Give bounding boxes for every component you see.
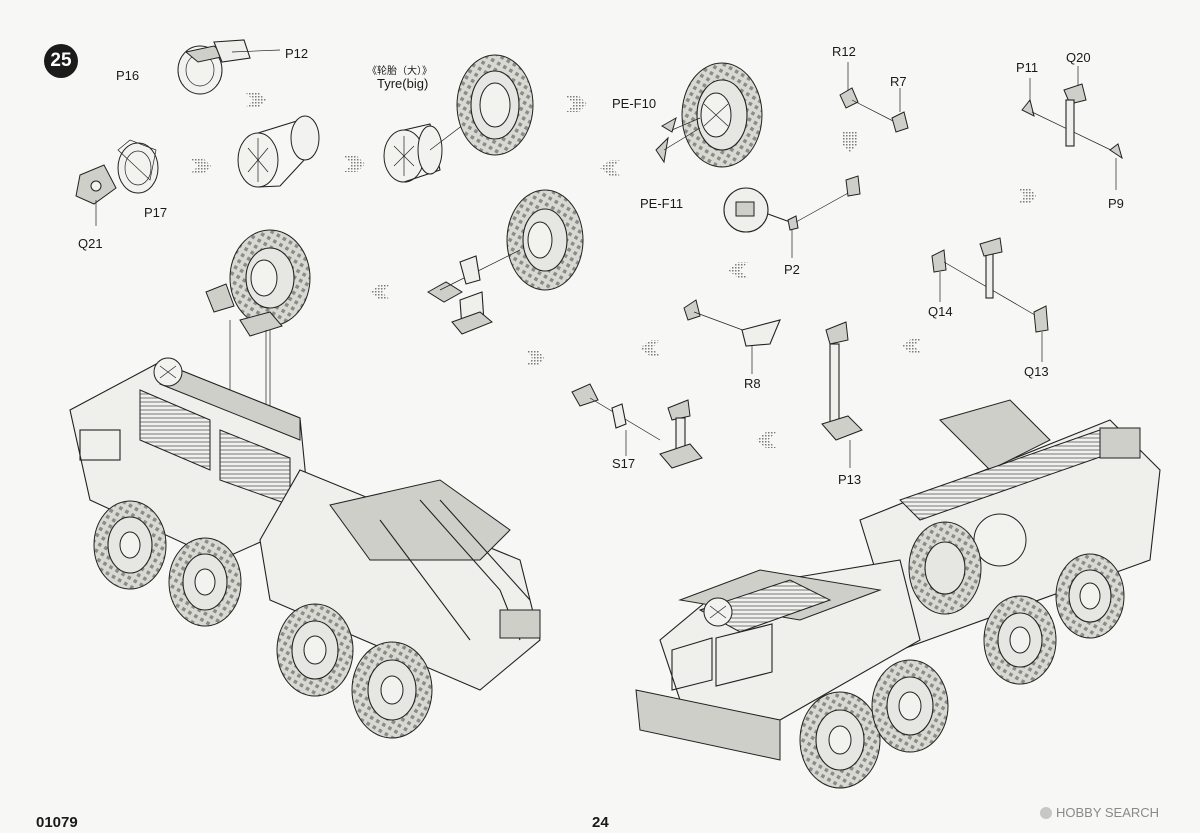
- hub-assembled-1: [237, 115, 320, 188]
- arrow-left-2: [728, 262, 748, 278]
- arrow-down-1: [842, 132, 858, 152]
- bracket-r12-r7: [839, 62, 909, 133]
- label-q14: Q14: [928, 304, 953, 319]
- hub-drum-p17: [117, 139, 159, 194]
- arrow-right-5: [1018, 188, 1036, 204]
- watermark: HOBBY SEARCH: [1040, 805, 1159, 820]
- label-p11: P11: [1016, 60, 1039, 75]
- label-r7: R7: [890, 74, 907, 89]
- label-q21: Q21: [78, 236, 103, 251]
- page-number: 24: [592, 814, 609, 831]
- label-r8: R8: [744, 376, 761, 391]
- label-p12: P12: [285, 46, 309, 61]
- stand-s17: [571, 383, 703, 469]
- carrier-with-tyre: [427, 189, 584, 335]
- hook-r8: [683, 299, 781, 374]
- arrow-left-1: [600, 160, 620, 176]
- label-pe-f10: PE-F10: [612, 96, 657, 111]
- label-p16: P16: [116, 68, 140, 83]
- label-p17: P17: [144, 205, 168, 220]
- arrow-right-3: [344, 156, 365, 172]
- hub-assembled-2: [383, 111, 481, 183]
- big-tyre-1: [456, 54, 534, 156]
- label-q13: Q13: [1024, 364, 1049, 379]
- crane-q14-q13: [931, 237, 1049, 362]
- lever-p11-q20-p9: [1021, 66, 1123, 190]
- hub-plate-p12: [213, 39, 281, 63]
- stand-p13: [821, 321, 863, 468]
- hub-ring-p16: [177, 45, 228, 95]
- tyre-caption-en: Tyre(big): [377, 76, 429, 91]
- kit-number: 01079: [36, 814, 78, 831]
- arrow-left-4: [640, 340, 660, 356]
- arrow-right-6: [526, 350, 544, 366]
- tyre-caption-cn: 《轮胎（大）》: [367, 66, 432, 77]
- label-p2: P2: [784, 262, 800, 277]
- arrow-right-1: [245, 92, 266, 108]
- step-number-badge: 25: [44, 44, 78, 78]
- label-q20: Q20: [1066, 50, 1091, 65]
- flow-arrows: [190, 92, 1036, 448]
- label-s17: S17: [612, 456, 636, 471]
- arrow-right-2: [190, 158, 211, 174]
- arrow-right-4: [566, 96, 587, 112]
- hub-star-q21: [75, 164, 117, 226]
- truck-right: [635, 399, 1161, 789]
- label-pe-f11: PE-F11: [640, 196, 684, 211]
- arrow-left-5: [902, 338, 922, 354]
- big-tyre-2-with-pe: [655, 62, 763, 168]
- label-r12: R12: [832, 44, 856, 59]
- arrow-left-6: [756, 432, 776, 448]
- truck-left: [69, 229, 541, 739]
- label-p9: P9: [1108, 196, 1124, 211]
- arrow-left-3: [370, 284, 390, 300]
- watermark-logo-icon: [1040, 806, 1052, 819]
- label-p13: P13: [838, 472, 862, 487]
- watermark-text: HOBBY SEARCH: [1056, 805, 1160, 820]
- detail-callout-p2: [723, 175, 861, 258]
